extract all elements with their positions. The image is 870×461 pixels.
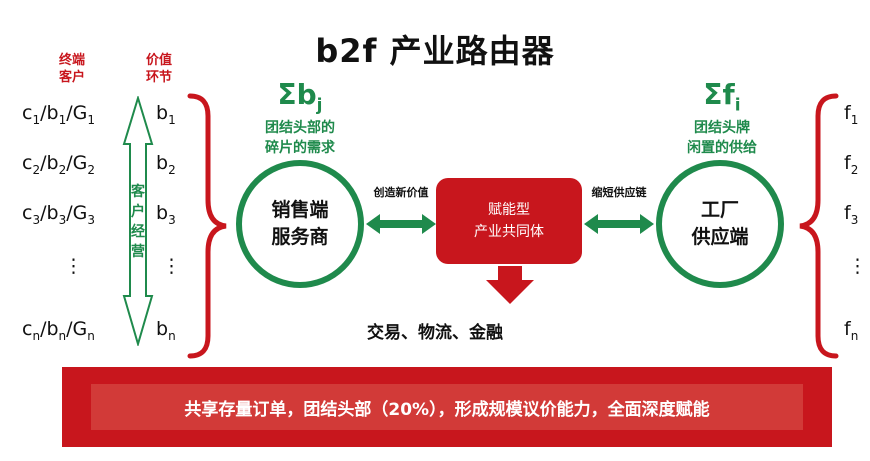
center-line1: 赋能型 (488, 202, 530, 218)
page-title: b2f 产业路由器 (315, 32, 555, 70)
empowerment-community-box: 赋能型 产业共同体 (436, 178, 582, 264)
customer-operation-label: 客 户 经 营 (131, 184, 145, 260)
header-value-line2: 环节 (145, 70, 172, 85)
banner-text: 共享存量订单，团结头部（20%），形成规模议价能力，全面深度赋能 (91, 384, 803, 430)
header-terminal-customer: 终端 客户 (52, 52, 92, 86)
sales-service-line2: 服务商 (271, 226, 329, 248)
factory-f3: f3 (844, 202, 859, 227)
link-create-value: 创造新价值 (373, 186, 429, 199)
right-brace (799, 93, 839, 359)
header-customer-line1: 终端 (58, 53, 85, 68)
customer-row-2: c2/b2/G2 (22, 152, 95, 177)
customer-operation-arrow (122, 96, 154, 346)
customer-row-3: c3/b3/G3 (22, 202, 95, 227)
factory-f2: f2 (844, 152, 859, 177)
header-customer-line2: 客户 (58, 70, 85, 85)
sigma-f-caption: 团结头牌 闲置的供给 (687, 120, 757, 156)
customer-dots: ⋮ (64, 255, 83, 277)
value-b3: b3 (156, 202, 176, 227)
factory-supply-line1: 工厂 (700, 199, 739, 221)
bottom-banner: 共享存量订单，团结头部（20%），形成规模议价能力，全面深度赋能 (62, 367, 832, 447)
customer-row-n: cn/bn/Gn (22, 318, 95, 343)
sigma-b-symbol: Σbj (277, 78, 323, 116)
services-text: 交易、物流、金融 (367, 323, 503, 343)
center-line2: 产业共同体 (474, 224, 544, 240)
factory-dots: ⋮ (848, 255, 867, 277)
value-b2: b2 (156, 152, 176, 177)
value-b1: b1 (156, 102, 176, 127)
sigma-b-caption: 团结头部的 碎片的需求 (265, 120, 335, 156)
customer-row-1: c1/b1/G1 (22, 102, 95, 127)
sales-service-line1: 销售端 (271, 199, 329, 221)
header-value-line1: 价值 (145, 53, 172, 68)
value-dots: ⋮ (162, 255, 181, 277)
right-double-arrow (584, 214, 654, 234)
down-arrow (486, 266, 534, 304)
left-double-arrow (366, 214, 436, 234)
factory-supply-line2: 供应端 (691, 226, 749, 248)
factory-supply-circle: 工厂 供应端 (656, 160, 784, 288)
link-shorten-supply: 缩短供应链 (591, 186, 647, 199)
left-brace (187, 93, 227, 359)
value-bn: bn (156, 318, 176, 343)
factory-f1: f1 (844, 102, 859, 127)
sigma-f-symbol: Σfi (703, 78, 741, 116)
header-value-link: 价值 环节 (139, 52, 179, 86)
factory-fn: fn (844, 318, 859, 343)
sales-service-circle: 销售端 服务商 (236, 160, 364, 288)
